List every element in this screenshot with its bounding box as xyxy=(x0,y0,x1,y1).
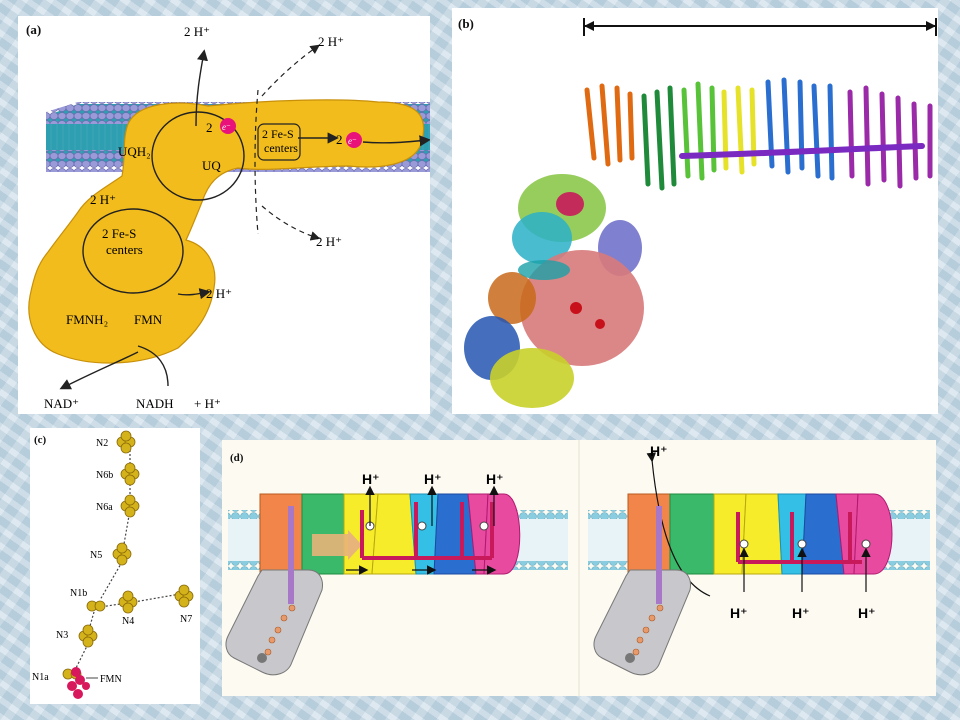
label-2h-top-right: 2 H⁺ xyxy=(318,34,344,49)
complex-i-body xyxy=(28,99,425,364)
proton-label-r1: H⁺ xyxy=(730,605,748,621)
label-2h-dashed-bottom: 2 H⁺ xyxy=(316,234,342,249)
fmn-molecule-icon xyxy=(67,667,90,699)
cluster-label-n4: N4 xyxy=(122,616,134,627)
state-right: H⁺ H⁺ H⁺ H⁺ xyxy=(588,443,930,676)
panel-d-diagram: H⁺ H⁺ H⁺ xyxy=(225,440,930,696)
cluster-label-n3: N3 xyxy=(56,630,68,641)
label-2h-right-mid: 2 H⁺ xyxy=(206,286,232,301)
cluster-label-n2: N2 xyxy=(96,438,108,449)
label-fes-upper-1: 2 Fe-S xyxy=(262,127,294,141)
label-electron-symbol-1: e⁻ xyxy=(222,122,231,132)
panel-b-structure-image xyxy=(464,18,937,408)
panel-c-fes-clusters: (c) N2 N6b N6a N5 N1b N4 N7 xyxy=(30,428,200,704)
peripheral-arm xyxy=(464,174,644,408)
cluster-label-n1b: N1b xyxy=(70,588,87,599)
label-2h-mid-left: 2 H⁺ xyxy=(90,192,116,207)
panel-c-cluster-chain: N2 N6b N6a N5 N1b N4 N7 N3 N1a FMN xyxy=(32,430,194,699)
panel-c-label: (c) xyxy=(34,434,47,446)
electron-icon xyxy=(220,118,236,134)
label-uqh2: UQH₂ xyxy=(118,144,151,159)
cluster-label-n7: N7 xyxy=(180,614,192,625)
panel-b-crystal-structure: (b) xyxy=(452,8,938,414)
label-fmnh2: FMNH₂ xyxy=(66,312,108,327)
proton-label-r2: H⁺ xyxy=(792,605,810,621)
label-plus-h: + H⁺ xyxy=(194,396,221,411)
panel-a-complex-i-scheme: (a) xyxy=(18,16,430,414)
proton-label-l3: H⁺ xyxy=(486,471,504,487)
label-electron-count-2: 2 xyxy=(336,132,343,147)
electron-icon xyxy=(346,132,362,148)
label-fes-lower-2: centers xyxy=(106,242,143,257)
label-electron-count-1: 2 xyxy=(206,120,213,135)
panel-a-label: (a) xyxy=(26,22,42,37)
label-fes-lower-1: 2 Fe-S xyxy=(102,226,136,241)
cluster-label-n6b: N6b xyxy=(96,470,113,481)
proton-label-l1: H⁺ xyxy=(362,471,380,487)
proton-label-r3: H⁺ xyxy=(858,605,876,621)
proton-label-r0: H⁺ xyxy=(650,443,668,459)
panel-b-label: (b) xyxy=(458,16,474,31)
label-fes-upper-2: centers xyxy=(264,141,298,155)
panel-d-label: (d) xyxy=(230,452,244,464)
panel-a-diagram: 2 H⁺ 2 H⁺ 2 e⁻ e⁻ 2 Fe-S centers 2 UQH₂ … xyxy=(28,24,430,411)
label-nad: NAD⁺ xyxy=(44,396,79,411)
cluster-label-n5: N5 xyxy=(90,550,102,561)
cluster-label-n6a: N6a xyxy=(96,502,113,513)
label-uq: UQ xyxy=(202,158,221,173)
cluster-label-n1a: N1a xyxy=(32,672,49,683)
scale-bar xyxy=(583,18,937,36)
label-2h-top-left: 2 H⁺ xyxy=(184,24,210,39)
proton-label-l2: H⁺ xyxy=(424,471,442,487)
label-nadh: NADH xyxy=(136,396,174,411)
label-fmn: FMN xyxy=(134,312,163,327)
fes-cluster-icons xyxy=(62,430,194,680)
label-electron-symbol-2: e⁻ xyxy=(348,136,357,146)
cluster-label-fmn: FMN xyxy=(100,674,122,685)
membrane-arm xyxy=(584,77,933,191)
state-left: H⁺ H⁺ H⁺ xyxy=(225,471,568,676)
panel-d-proton-pumping-model: (d) xyxy=(222,440,936,696)
